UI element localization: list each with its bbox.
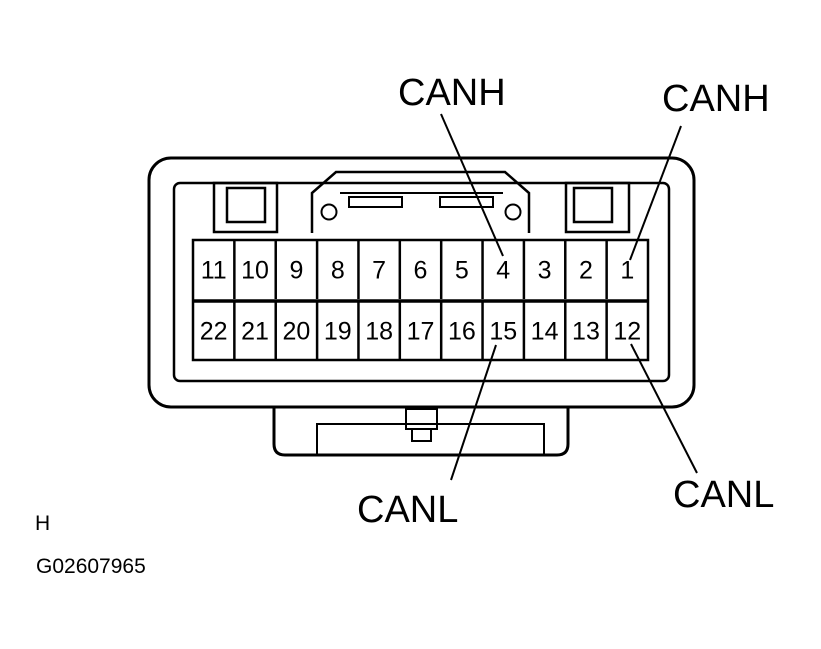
pin-number-13: 13 [572,318,600,346]
callout-pin15: CANL [357,489,458,531]
pin-number-12: 12 [613,318,641,346]
ridge-left-slot [348,196,403,208]
pin-number-11: 11 [201,257,227,285]
connector-housing [147,156,696,457]
pin-number-15: 15 [489,318,517,346]
pin-number-20: 20 [283,318,311,346]
left-key-frame [212,181,279,234]
pin-number-8: 8 [331,257,345,285]
pin-number-14: 14 [531,318,559,346]
pin-number-7: 7 [372,257,386,285]
pin-grid [191,238,650,362]
left-key-square [225,186,267,224]
pin-number-5: 5 [455,257,469,285]
pin-number-2: 2 [579,257,593,285]
right-lock-hole [504,203,522,221]
leader-pin1 [629,125,682,261]
figure-code: G02607965 [36,555,146,578]
pin-number-10: 10 [241,257,269,285]
pin-number-1: 1 [620,257,634,285]
left-lock-hole [320,203,338,221]
leader-lines [440,113,698,481]
center-lock-ridge [310,170,531,233]
housing-outer-shell [147,156,696,409]
latch-inner [411,428,432,442]
leader-pin12 [630,343,698,474]
latch-outer [405,408,438,430]
leader-pin4 [440,113,504,257]
pin-number-6: 6 [414,257,428,285]
callout-pin12: CANL [673,474,774,516]
ridge-right-slot [439,196,494,208]
pin-number-21: 21 [241,318,269,346]
leader-pin15 [450,344,497,481]
tab-inner-slot [316,423,545,456]
pin-number-9: 9 [289,257,303,285]
pin-number-3: 3 [538,257,552,285]
pin-number-19: 19 [324,318,352,346]
housing-inner-frame [172,181,671,383]
pin-number-17: 17 [407,318,435,346]
right-key-square [572,186,614,224]
pin-number-16: 16 [448,318,476,346]
callout-pin1: CANH [662,78,770,120]
pin-number-4: 4 [496,257,510,285]
callout-pin4: CANH [398,72,506,114]
housing-bottom-tab [272,407,570,457]
right-key-frame [564,181,631,234]
pin-number-22: 22 [200,318,228,346]
view-letter: H [35,512,50,535]
pin-number-18: 18 [365,318,393,346]
